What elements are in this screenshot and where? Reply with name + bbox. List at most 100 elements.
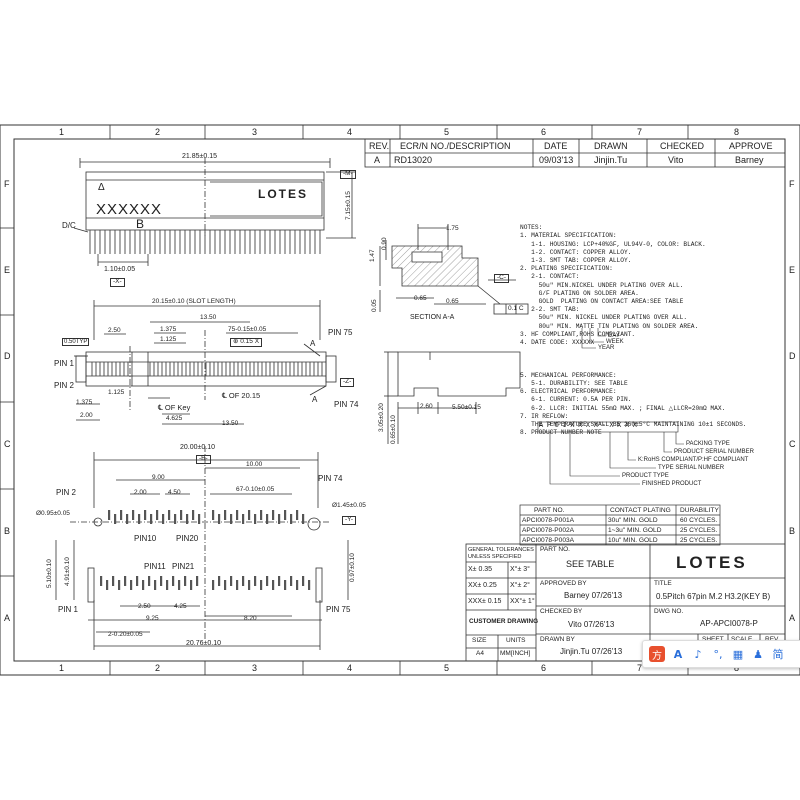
more-icon[interactable]: 简	[772, 648, 784, 661]
frame-ticks	[0, 125, 689, 675]
note-line: 2-2. SMT TAB:	[520, 306, 580, 314]
row-letter-f-right: F	[789, 179, 795, 189]
dim-550: 5.50±0.15	[452, 404, 481, 411]
triangle-mark: Δ	[98, 182, 105, 193]
drawn-label: DRAWN BY	[540, 636, 575, 643]
datum-c: -C-	[494, 274, 510, 283]
middle-view-contacts	[91, 362, 323, 376]
datum-y: -Y-	[342, 516, 357, 525]
dim-75: 75-0.15±0.05	[228, 326, 267, 333]
row-letter-c-right: C	[789, 439, 796, 449]
dim-005: 0.05	[371, 299, 378, 312]
note-line: 4. DATE CODE: XXXXXX	[520, 339, 595, 347]
plating-row3-durability: 25 CYCLES.	[680, 537, 718, 544]
c-of-key: ℄ OF Key	[158, 403, 191, 412]
pin1-label-bot: PIN 1	[58, 605, 79, 614]
note-line: 7. IR REFLOW:	[520, 412, 569, 420]
dim-2-020: 2-0.20±0.05	[108, 631, 143, 638]
c-of-2015: ℄ OF 20.15	[222, 391, 261, 400]
punctuation-icon[interactable]: °,	[713, 647, 723, 661]
mic-icon[interactable]: ♪	[694, 647, 702, 661]
legend-product-serial: PRODUCT SERIAL NUMBER	[674, 449, 755, 455]
key-letter: B	[136, 217, 145, 231]
checked-label: CHECKED BY	[540, 608, 583, 615]
scale-label: SCALE	[731, 636, 752, 644]
plating-row3-part: APCI0078-P003A	[522, 537, 575, 544]
skin-icon[interactable]: ♟	[753, 647, 763, 661]
plating-header-durability: DURABILITY	[680, 507, 719, 514]
note-line: 1-3. SMT TAB: COPPER ALLOY.	[520, 257, 632, 265]
row-letter-c: C	[4, 439, 11, 449]
dim-305: 3.05±0.20	[378, 403, 385, 432]
date-code-leaders	[581, 328, 606, 349]
note-line	[520, 364, 747, 372]
col-number-1: 1	[59, 127, 65, 137]
row-letter-a-right: A	[789, 613, 796, 623]
dim-900: 9.00	[152, 474, 165, 481]
keyboard-icon[interactable]: ▦	[732, 647, 744, 661]
size-value: A4	[476, 650, 484, 657]
rev-value-rev: A	[374, 155, 381, 165]
plating-row2-contact: 1~3u" MIN. GOLD	[608, 527, 662, 534]
side-view	[384, 351, 521, 444]
note-line: NOTES:	[520, 224, 543, 232]
pn-box: X	[585, 422, 594, 430]
plating-table-grid	[519, 504, 721, 546]
label-a-bottom: A	[312, 395, 318, 404]
col-number-5-bottom: 5	[444, 663, 450, 673]
tolerance-linear-1: X± 0.35	[468, 566, 493, 573]
dwg-no-value: AP-APCI0078-P	[700, 619, 758, 628]
section-view	[379, 224, 529, 315]
rev-value-approve: Barney	[735, 155, 764, 165]
dim-820: 8.20	[244, 615, 257, 622]
col-number-7: 7	[637, 127, 643, 137]
dim-097: 0.97±0.10	[349, 553, 356, 582]
row-letter-f: F	[4, 179, 10, 189]
plating-header-part: PART NO.	[534, 507, 565, 514]
pn-box: C	[554, 422, 563, 430]
pn-box: X	[624, 422, 633, 430]
datum-x: -X-	[110, 278, 125, 287]
title-label: TITLE	[654, 580, 672, 587]
pn-box: A	[539, 422, 547, 430]
dim-67: 67-0.10±0.05	[236, 486, 275, 493]
bottom-view-footprint	[55, 446, 349, 650]
translate-icon[interactable]: 方	[649, 646, 665, 662]
size-label: SIZE	[472, 637, 487, 644]
text-a-icon[interactable]: A	[673, 647, 683, 661]
legend-finished-product: FINISHED PRODUCT	[642, 481, 702, 487]
ime-toolbar[interactable]: 方 A ♪ °, ▦ ♟ 简	[642, 640, 800, 668]
note-line: 2. PLATING SPECIFICATION:	[520, 265, 613, 273]
part-number-leaders	[537, 421, 684, 485]
dim-1350a: 13.50	[200, 314, 217, 321]
approved-label: APPROVED BY	[540, 580, 587, 587]
col-number-8-bottom: 8	[734, 663, 740, 673]
note-line	[520, 355, 747, 363]
rev-header-rev: REV.	[369, 141, 390, 151]
plating-row3-contact: 10u" MIN. GOLD	[608, 537, 658, 544]
dim-450: 4.50	[168, 489, 181, 496]
dim-1000: 10.00	[246, 461, 263, 468]
dim-090: 0.90	[381, 237, 388, 250]
section-label: SECTION A-A	[410, 314, 455, 321]
title-block-grid	[465, 543, 786, 662]
col-number-4: 4	[347, 127, 353, 137]
note-line: THE TEMPERATURE SHALL BE 260±5°C MAINTAI…	[520, 421, 747, 429]
note-line: 2-1. CONTACT:	[520, 273, 580, 281]
lotes-logo-top: LOTES	[258, 187, 309, 201]
dim-2076: 20.76±0.10	[186, 640, 221, 647]
note-line: 6. ELECTRICAL PERFORMANCE:	[520, 388, 617, 396]
rev-value-date: 09/03'13	[539, 155, 574, 165]
top-view-pins	[89, 230, 321, 254]
pin11-label: PIN11	[144, 562, 166, 571]
col-number-6-bottom: 6	[541, 663, 547, 673]
pin74-label-bot: PIN 74	[318, 474, 343, 483]
approved-value: Barney 07/26'13	[564, 591, 623, 600]
note-line: 6-2. LLCR: INITIAL 55mΩ MAX. ; FINAL △LL…	[520, 404, 726, 412]
pn-box: X	[570, 422, 579, 430]
gdt-box: ⊕ 0.15 X	[230, 338, 263, 347]
rev-header-approve: APPROVE	[729, 141, 773, 151]
dim-065b: 0.65	[446, 298, 459, 305]
dim-050typ: 0.50TYP	[62, 338, 90, 346]
